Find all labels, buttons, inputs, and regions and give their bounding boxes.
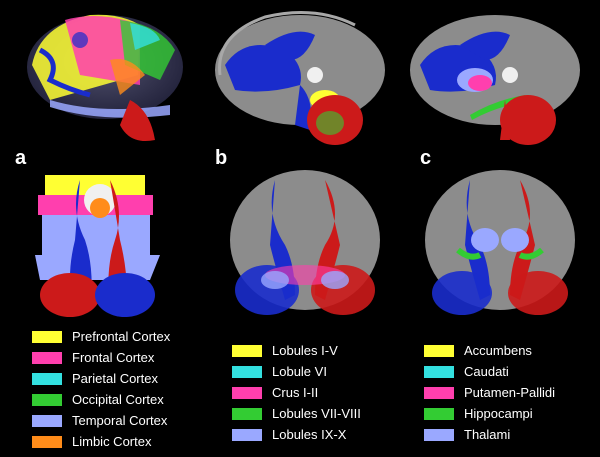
legend-item: Thalami [424,424,555,445]
brain-render-a-bottom [35,175,160,317]
panel-label-c: c [420,147,432,169]
panel-c-coronal [420,165,580,330]
legend-item: Frontal Cortex [32,347,170,368]
panel-c-sagittal [400,5,585,155]
legend-label: Crus I-II [272,385,319,400]
panel-b-coronal [225,165,385,330]
legend-swatch [424,365,454,378]
legend-cerebellum: Lobules I-V Lobule VI Crus I-II Lobules … [232,340,361,445]
legend-item: Lobules VII-VIII [232,403,361,424]
legend-swatch [32,414,62,427]
legend-item: Lobule VI [232,361,361,382]
legend-label: Hippocampi [464,406,533,421]
legend-label: Frontal Cortex [72,350,155,365]
legend-swatch [424,344,454,357]
panel-a-coronal [30,170,165,320]
legend-item: Occipital Cortex [32,389,170,410]
legend-cortex: Prefrontal Cortex Frontal Cortex Parieta… [32,326,170,452]
legend-item: Crus I-II [232,382,361,403]
legend-label: Putamen-Pallidi [464,385,556,400]
legend-item: Putamen-Pallidi [424,382,555,403]
panel-b-sagittal [205,5,390,155]
legend-label: Lobule VI [272,364,327,379]
legend-swatch [424,407,454,420]
legend-item: Caudati [424,361,555,382]
legend-swatch [32,435,62,448]
legend-label: Parietal Cortex [72,371,158,386]
brain-render-b-top [215,11,385,145]
legend-swatch [232,344,262,357]
panel-a-sagittal [20,5,200,155]
legend-swatch [32,393,62,406]
legend-label: Thalami [464,427,511,442]
legend-item: Lobules IX-X [232,424,361,445]
legend-swatch [232,428,262,441]
legend-swatch [32,372,62,385]
legend-label: Occipital Cortex [72,392,164,407]
legend-label: Lobules I-V [272,343,338,358]
legend-swatch [32,330,62,343]
brain-render-c-bottom [425,170,575,315]
legend-label: Prefrontal Cortex [72,329,171,344]
legend-swatch [424,428,454,441]
legend-item: Temporal Cortex [32,410,170,431]
legend-label: Caudati [464,364,509,379]
legend-label: Limbic Cortex [72,434,152,449]
legend-item: Accumbens [424,340,555,361]
brain-render-b-bottom [230,170,380,315]
legend-swatch [232,407,262,420]
legend-label: Temporal Cortex [72,413,168,428]
legend-swatch [424,386,454,399]
legend-swatch [32,351,62,364]
legend-item: Parietal Cortex [32,368,170,389]
panel-label-b: b [215,147,228,169]
panel-label-a: a [15,147,27,169]
legend-label: Lobules VII-VIII [272,406,361,421]
legend-item: Prefrontal Cortex [32,326,170,347]
legend-label: Lobules IX-X [272,427,347,442]
legend-item: Limbic Cortex [32,431,170,452]
legend-item: Lobules I-V [232,340,361,361]
legend-item: Hippocampi [424,403,555,424]
legend-label: Accumbens [464,343,532,358]
brain-render-c-top [410,15,580,145]
legend-swatch [232,365,262,378]
legend-subcortical: Accumbens Caudati Putamen-Pallidi Hippoc… [424,340,555,445]
brain-render-a-top [27,14,183,141]
legend-swatch [232,386,262,399]
